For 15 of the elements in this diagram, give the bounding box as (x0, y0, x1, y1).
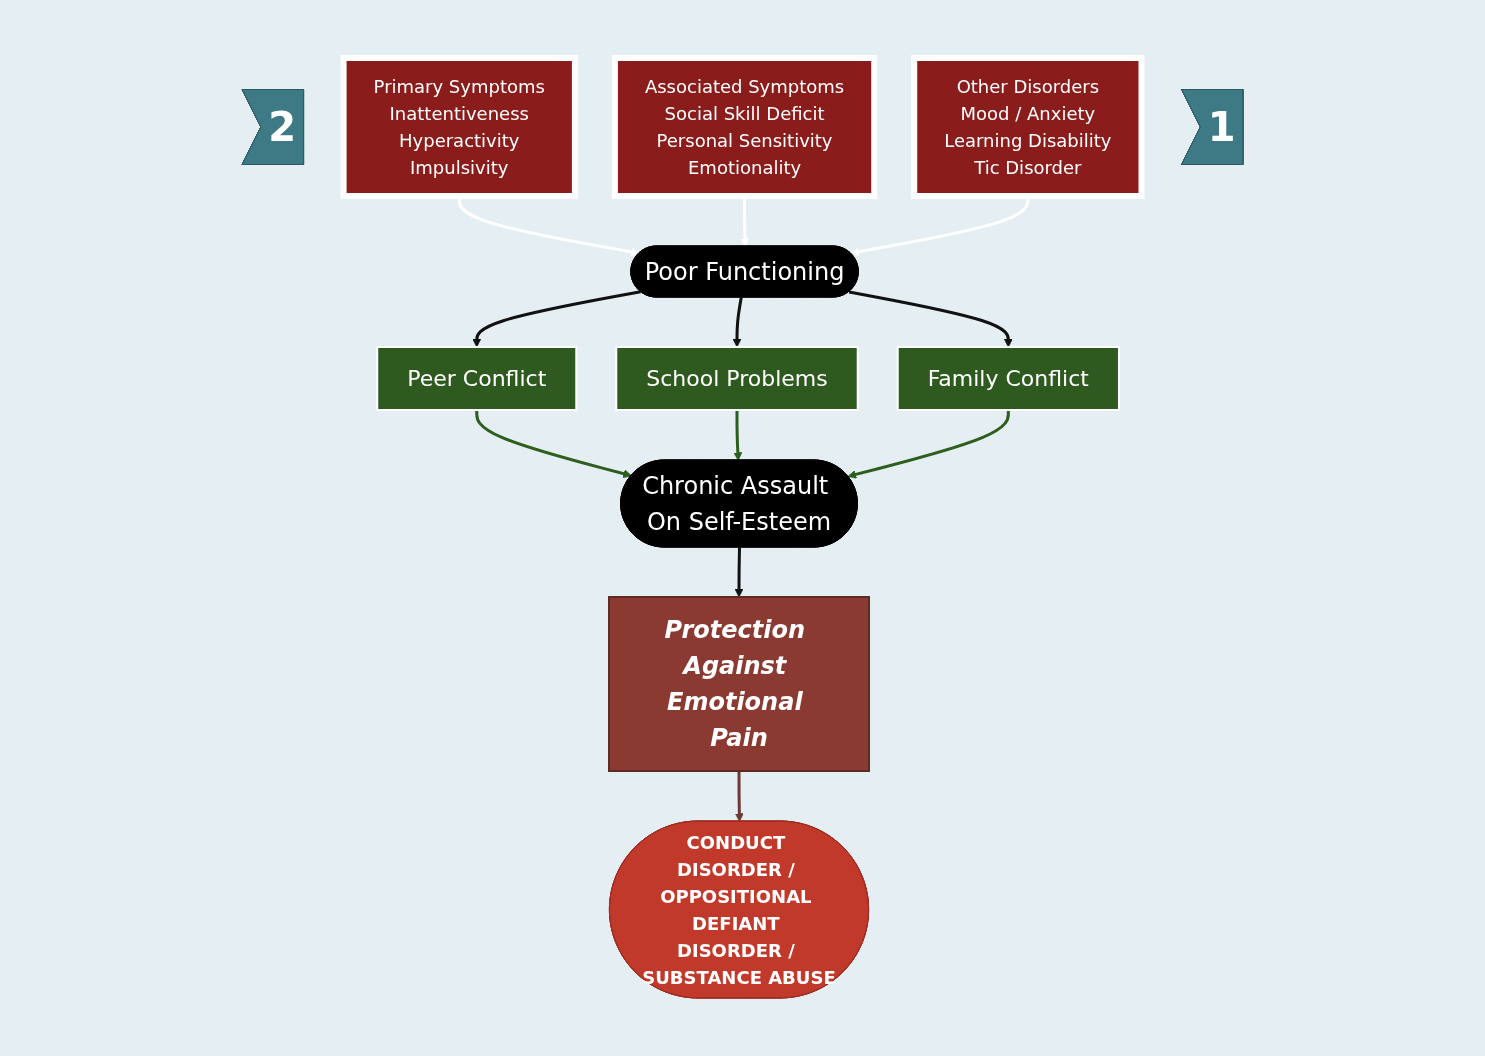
arrow (734, 771, 744, 822)
arrow (847, 410, 1010, 479)
node-box: Family Conflict (896, 346, 1120, 411)
arrow (472, 290, 641, 348)
arrow (475, 410, 632, 479)
node-box: Protection Against Emotional Pain (607, 596, 870, 772)
node-box: Other Disorders Mood / Anxiety Learning Disability Tic Disorder (911, 55, 1145, 199)
node-box: Associated Symptoms Social Skill Deficit Personal Sensitivity Emotionality (611, 55, 878, 199)
arrow (848, 290, 1013, 348)
node-box: Peer Conflict (376, 346, 578, 411)
arrow (734, 547, 744, 598)
node-box: School Problems (615, 346, 859, 411)
node-box: Primary Symptoms Inattentiveness Hyperactivity Impulsivity (340, 55, 578, 199)
arrow (732, 297, 743, 348)
arrow (733, 410, 743, 461)
